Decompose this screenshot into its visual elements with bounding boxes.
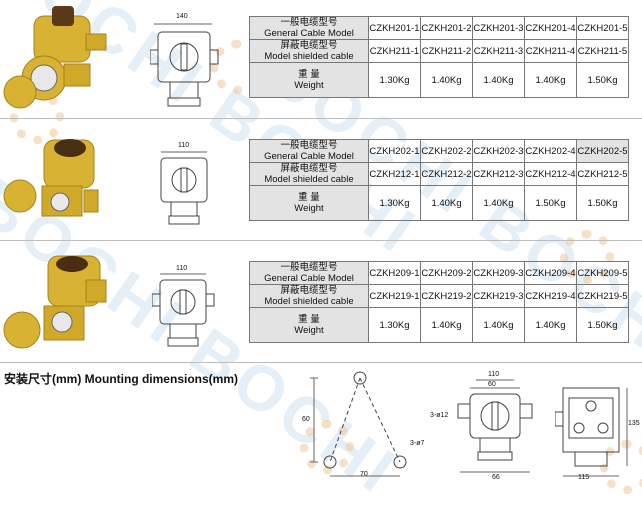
model-cell: CZKH219-5: [576, 284, 629, 308]
model-cell: CZKH202-2: [420, 139, 473, 163]
weight-cell: 1.40Kg: [420, 307, 473, 343]
dimension-label: 3-ø12: [430, 412, 449, 419]
dimension-label: 110: [178, 142, 190, 149]
dimension-label: 110: [176, 265, 188, 272]
product-photo: [3, 255, 107, 349]
model-cell: CZKH202-4: [524, 139, 577, 163]
dimension-label: 66: [492, 474, 500, 481]
dimension-label: 135: [628, 420, 640, 427]
model-cell: CZKH212-3: [472, 162, 525, 186]
model-cell: CZKH219-2: [420, 284, 473, 308]
weight-cell: 1.50Kg: [524, 185, 577, 221]
weight-cell: 1.40Kg: [472, 185, 525, 221]
dimension-label: 110: [488, 371, 500, 378]
model-cell: CZKH212-4: [524, 162, 577, 186]
weight-cell: 1.40Kg: [420, 62, 473, 98]
dimension-label: 60: [488, 381, 496, 388]
model-cell: CZKH202-3: [472, 139, 525, 163]
model-cell: CZKH219-1: [368, 284, 421, 308]
dimension-label: 3-ø7: [410, 440, 425, 447]
weight-cell: 1.50Kg: [576, 185, 629, 221]
model-cell: CZKH209-2: [420, 261, 473, 285]
weight-cell: 1.50Kg: [576, 62, 629, 98]
dimension-label: 70: [360, 471, 368, 478]
model-cell: CZKH212-1: [368, 162, 421, 186]
weight-cell: 1.30Kg: [368, 62, 421, 98]
model-cell: CZKH201-5: [576, 16, 629, 40]
weight-cell: 1.40Kg: [420, 185, 473, 221]
product-photo: [3, 139, 99, 217]
model-cell: CZKH201-4: [524, 16, 577, 40]
row-divider: [0, 362, 642, 363]
weight-cell: 1.40Kg: [524, 307, 577, 343]
weight-cell: 1.30Kg: [368, 307, 421, 343]
model-cell: CZKH212-2: [420, 162, 473, 186]
model-cell: CZKH211-5: [576, 39, 629, 63]
dimension-label: 140: [176, 13, 188, 20]
model-cell: CZKH209-4: [524, 261, 577, 285]
model-cell: CZKH202-5: [576, 139, 629, 163]
product-photo: [3, 6, 107, 109]
row-divider: [0, 240, 642, 241]
model-cell: CZKH209-3: [472, 261, 525, 285]
model-cell: CZKH212-5: [576, 162, 629, 186]
dimension-label: 115: [578, 474, 590, 481]
weight-cell: 1.40Kg: [472, 62, 525, 98]
model-cell: CZKH201-1: [368, 16, 421, 40]
weight-cell: 1.30Kg: [368, 185, 421, 221]
model-cell: CZKH211-1: [368, 39, 421, 63]
mounting-dimensions-title: 安装尺寸(mm) Mounting dimensions(mm): [4, 372, 238, 386]
dimension-label: 60: [302, 416, 310, 423]
model-cell: CZKH219-3: [472, 284, 525, 308]
outline-drawing: [160, 151, 208, 225]
front-view-drawing: [457, 379, 533, 473]
model-cell: CZKH211-4: [524, 39, 577, 63]
weight-cell: 1.40Kg: [524, 62, 577, 98]
model-cell: CZKH201-3: [472, 16, 525, 40]
hole-layout-drawing: [310, 371, 407, 477]
outline-drawing: [152, 273, 215, 347]
model-cell: CZKH209-5: [576, 261, 629, 285]
weight-cell: 1.40Kg: [472, 307, 525, 343]
model-cell: CZKH211-2: [420, 39, 473, 63]
side-view-drawing: [555, 387, 628, 477]
row-divider: [0, 118, 642, 119]
outline-drawing: [150, 23, 219, 107]
model-cell: CZKH201-2: [420, 16, 473, 40]
model-cell: CZKH219-4: [524, 284, 577, 308]
model-cell: CZKH211-3: [472, 39, 525, 63]
weight-cell: 1.50Kg: [576, 307, 629, 343]
model-cell: CZKH209-1: [368, 261, 421, 285]
model-cell: CZKH202-1: [368, 139, 421, 163]
